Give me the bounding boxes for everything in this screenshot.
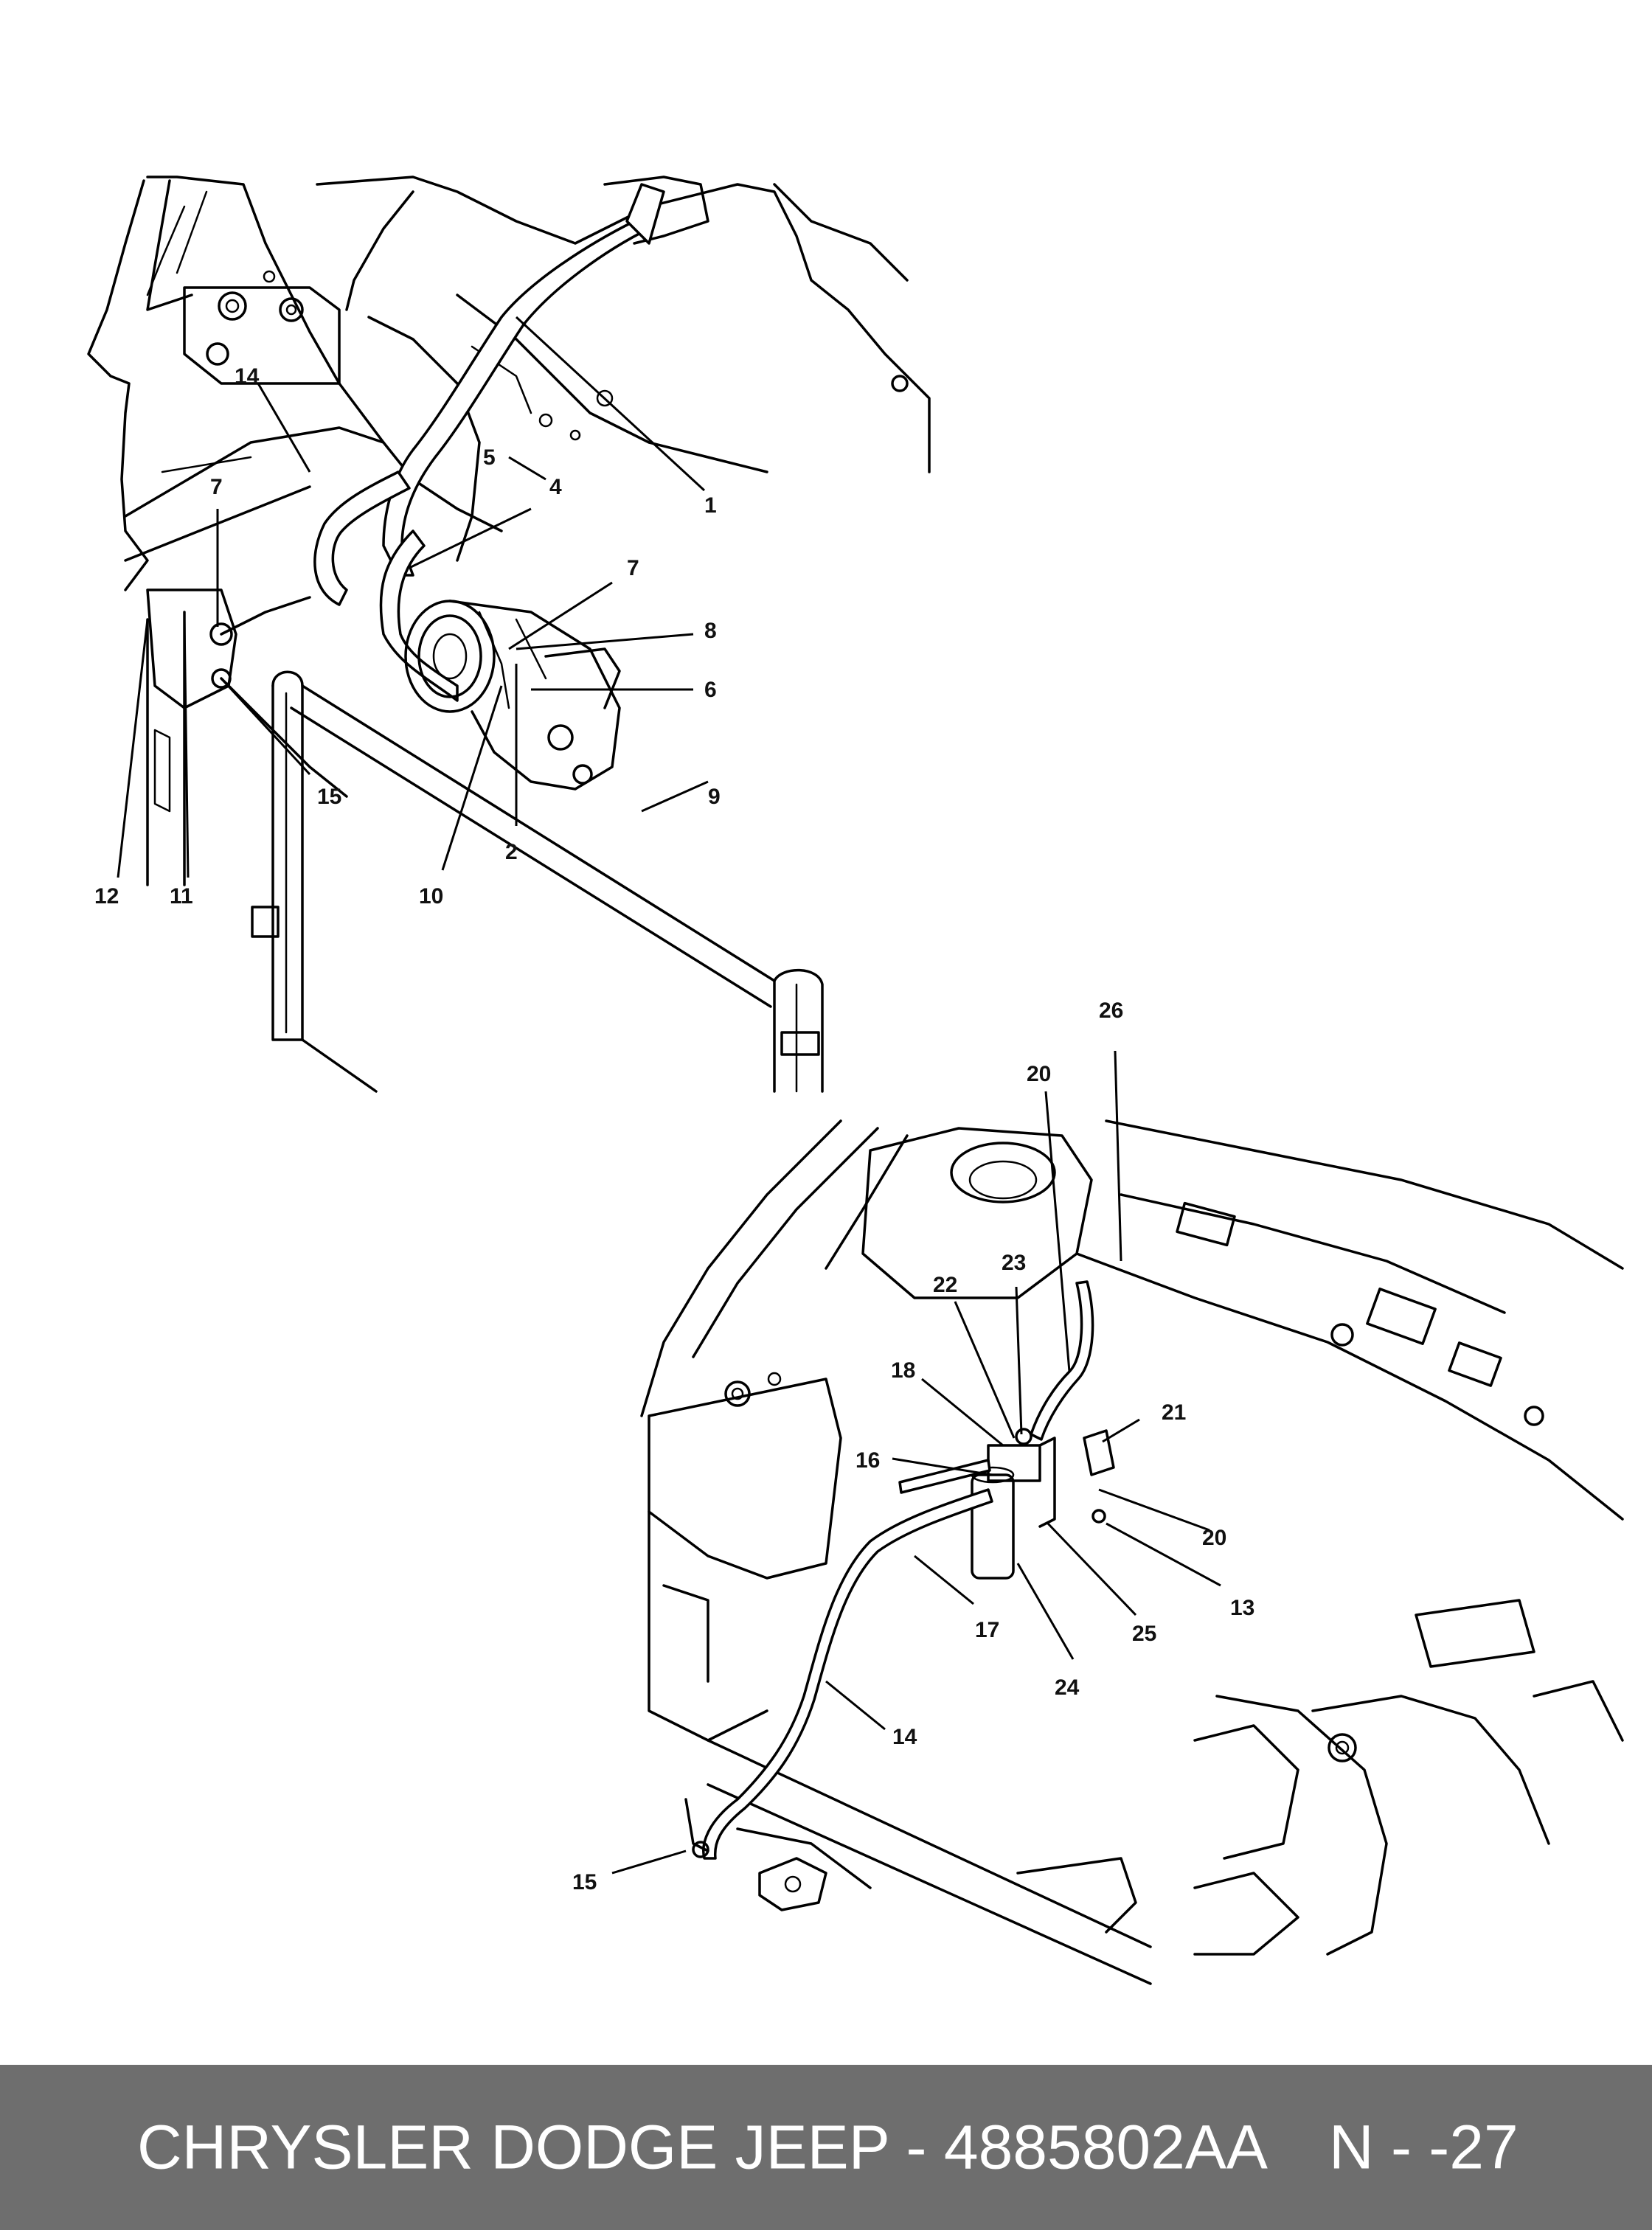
footer-bar: CHRYSLER DODGE JEEP - 4885802AA N - -27 [0,2065,1652,2230]
callout-7: 7 [627,556,639,580]
top-callouts: 1 5 4 14 7 7 8 6 9 2 10 15 11 12 [94,364,721,909]
callout-14: 14 [892,1725,917,1749]
bottom-leaders [611,1050,1221,1875]
callout-26: 26 [1099,998,1123,1023]
callout-5: 5 [483,445,496,470]
callout-23: 23 [1002,1251,1026,1275]
callout-20: 20 [1027,1062,1051,1086]
callout-12: 12 [94,884,119,909]
callout-4: 4 [549,475,562,499]
callout-1: 1 [704,493,717,518]
compressor [404,600,621,791]
page-code-label: N - -27 [1329,2112,1519,2182]
callout-15: 15 [572,1870,597,1894]
part-number-label: CHRYSLER DODGE JEEP - 4885802AA [137,2112,1268,2182]
callout-11: 11 [170,884,193,909]
callout-6: 6 [704,678,717,702]
callout-2: 2 [505,840,518,864]
callout-15: 15 [317,785,341,809]
callout-7: 7 [210,475,223,499]
bottom-illustration [640,1119,1624,1985]
condenser [251,670,824,1093]
callout-22: 22 [933,1273,957,1297]
callout-20: 20 [1202,1526,1226,1550]
callout-14: 14 [235,364,260,389]
top-illustration [87,176,931,1093]
callout-18: 18 [891,1358,915,1383]
callout-17: 17 [975,1618,999,1642]
callout-10: 10 [419,884,443,909]
callout-9: 9 [708,785,721,809]
callout-16: 16 [856,1448,880,1473]
callout-24: 24 [1055,1675,1080,1700]
top-leaders [117,316,709,878]
ac-line-diagram: 1 5 4 14 7 7 8 6 9 2 10 15 11 12 [87,176,1624,1985]
bottom-callouts: 26 20 23 22 18 16 21 20 13 25 17 24 14 1… [572,998,1254,1894]
callout-8: 8 [704,619,717,643]
callout-21: 21 [1162,1400,1186,1425]
callout-25: 25 [1132,1622,1156,1646]
callout-13: 13 [1230,1596,1254,1620]
